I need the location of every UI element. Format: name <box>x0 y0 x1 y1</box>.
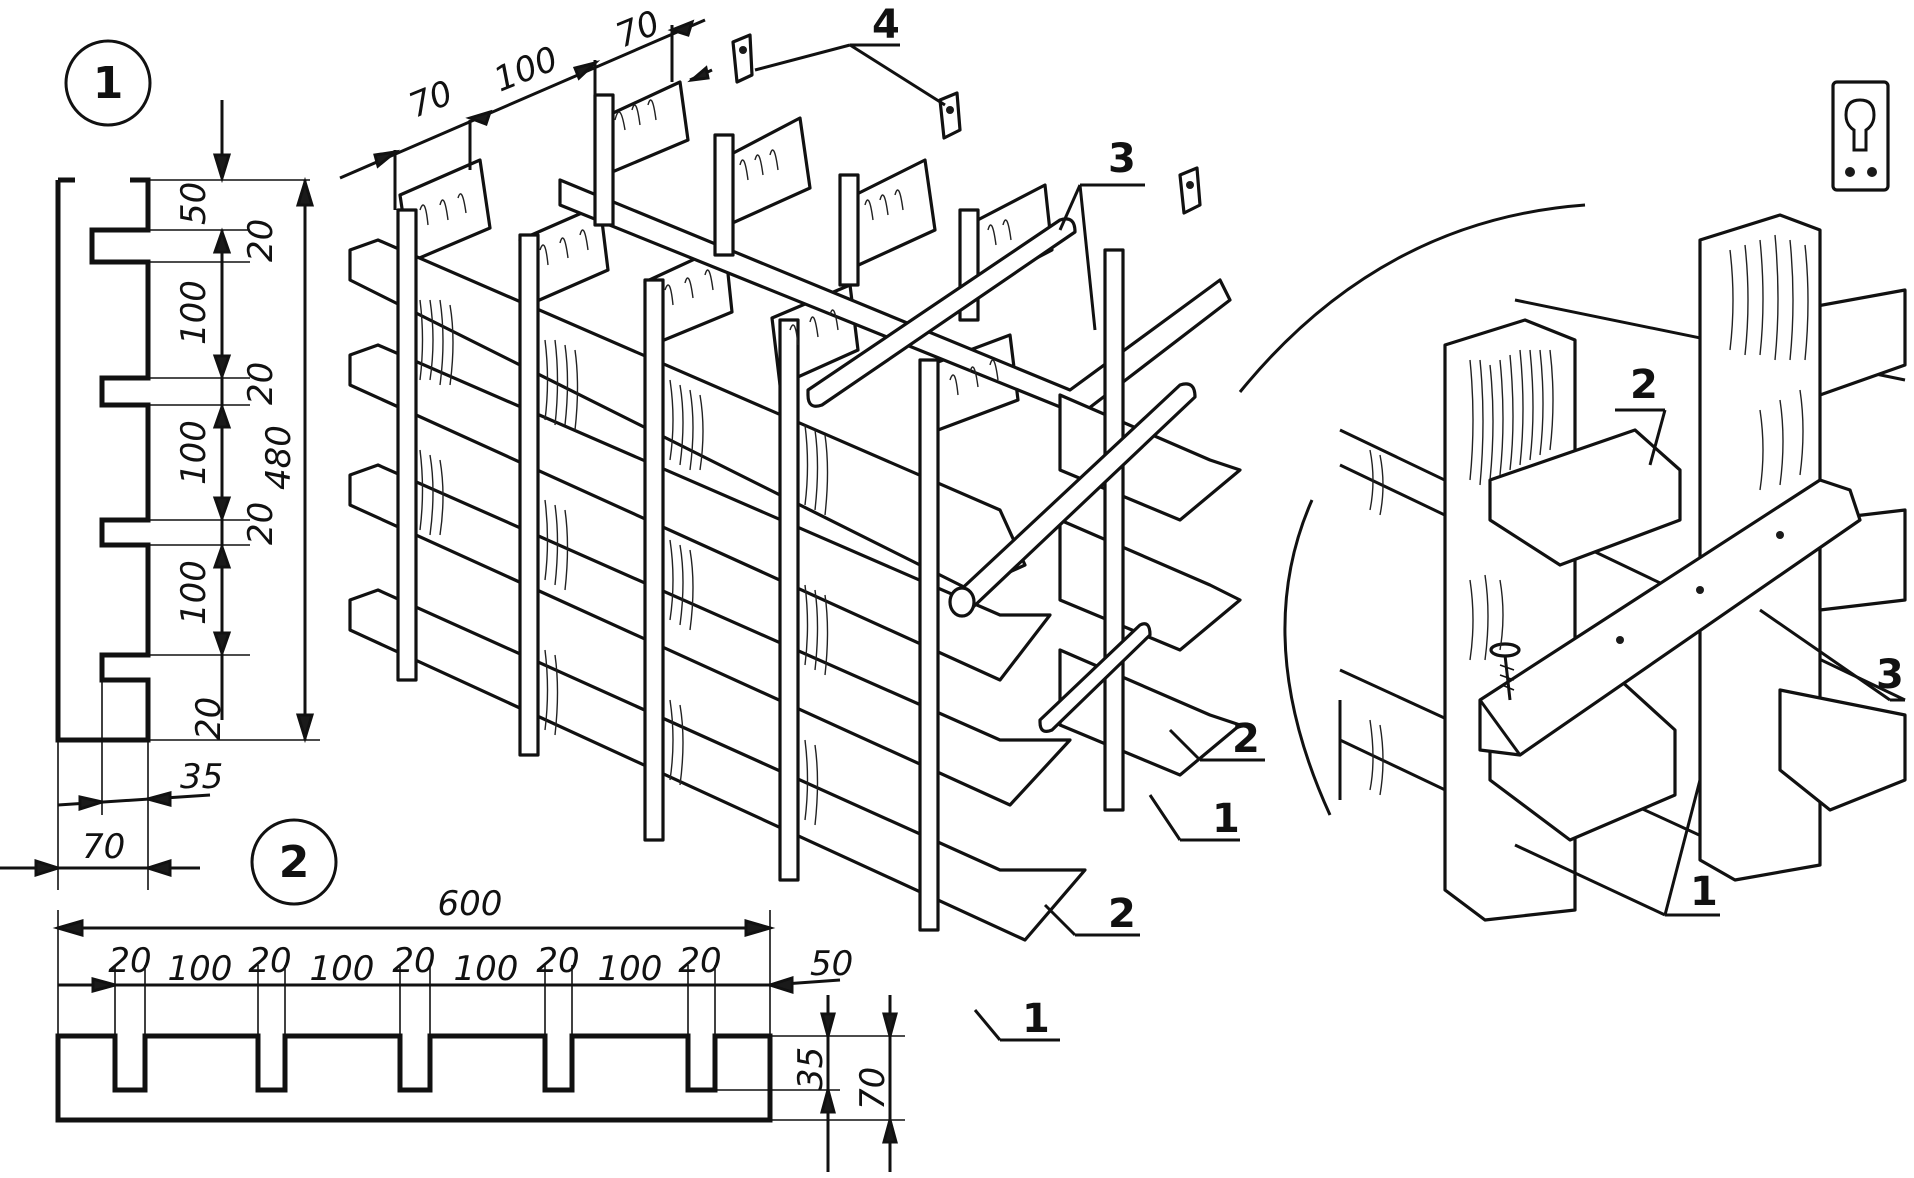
hanger-icon <box>938 91 962 140</box>
detail-callout-post: 1 <box>1690 869 1718 915</box>
dim-shelf-gap-2: 100 <box>310 949 375 989</box>
dim-shelf-slot-3: 20 <box>392 941 435 981</box>
dim-shelf-end-gap: 50 <box>810 944 853 984</box>
assembly-isometric-view: 70 100 70 4 3 2 1 2 1 <box>339 2 1265 1042</box>
dim-post-width: 70 <box>82 827 125 867</box>
dim-span-1: 100 <box>174 280 214 345</box>
figure-2-badge-circle <box>250 818 338 906</box>
detail-callout-rail: 3 <box>1876 652 1904 698</box>
dim-slot-depth: 35 <box>180 757 223 797</box>
vertical-posts <box>396 93 1125 932</box>
figure-1-badge-circle <box>64 39 152 127</box>
dim-span-3: 100 <box>174 560 214 625</box>
callout-shelf-a: 2 <box>1232 716 1260 762</box>
assembly-leaders <box>754 43 1265 1042</box>
figure-1-dimension-labels: 50 20 100 20 100 480 20 100 20 <box>174 182 299 740</box>
dim-slot-2: 20 <box>241 362 281 405</box>
detail-arc-top <box>1238 203 1586 393</box>
dim-shelf-gap-4: 100 <box>598 949 663 989</box>
shelf-outline <box>55 1033 773 1123</box>
detail-callout-shelf: 2 <box>1630 362 1658 408</box>
callout-post-b: 1 <box>1022 996 1050 1042</box>
figure-1-extension-lines <box>57 179 320 890</box>
dim-shelf-slot-depth: 35 <box>791 1047 831 1090</box>
screw-icon <box>1489 642 1521 701</box>
dim-post-spacing-c: 70 <box>610 3 665 56</box>
detail-arc-side <box>1283 499 1332 816</box>
round-rails <box>806 217 1197 733</box>
hanger-icon <box>731 33 754 84</box>
dim-span-2: 100 <box>174 420 214 485</box>
figure-2-extension-lines <box>57 910 905 1121</box>
figure-1-badge: 1 <box>93 58 124 109</box>
detail-zoom-view: 2 3 1 <box>1238 80 1907 922</box>
dim-post-spacing-b: 100 <box>488 39 563 100</box>
dim-post-spacing-a: 70 <box>403 73 458 126</box>
callout-rail: 3 <box>1108 136 1136 182</box>
dim-total-height: 480 <box>259 425 299 490</box>
callout-post-a: 1 <box>1212 796 1240 842</box>
wood-grain <box>419 99 1012 826</box>
dim-shelf-slot-5: 20 <box>678 941 721 981</box>
dim-shelf-slot-1: 20 <box>108 941 151 981</box>
dim-slot-1: 20 <box>241 219 281 262</box>
detail-rail-bar <box>1478 478 1862 757</box>
dim-shelf-gap-1: 100 <box>168 949 233 989</box>
figure-2-badge: 2 <box>279 837 310 888</box>
dim-slot-4: 20 <box>189 697 229 740</box>
hanger-icon <box>1178 166 1202 215</box>
post-outline <box>55 177 151 743</box>
dim-shelf-gap-3: 100 <box>454 949 519 989</box>
dim-shelf-slot-2: 20 <box>248 941 291 981</box>
callout-hanger: 4 <box>872 2 900 48</box>
figure-1-post-drawing: 1 <box>0 39 320 890</box>
figure-2-shelf-drawing: 2 <box>52 818 905 1172</box>
callout-shelf-b: 2 <box>1108 891 1136 937</box>
dim-total-length: 600 <box>438 884 503 924</box>
dim-shelf-height: 70 <box>853 1067 893 1110</box>
dim-shelf-slot-4: 20 <box>536 941 579 981</box>
dim-slot-3: 20 <box>241 502 281 545</box>
assembly-dimension-lines <box>339 18 713 210</box>
dim-top-gap: 50 <box>174 182 214 225</box>
figure-1-dimension-chain <box>212 100 315 744</box>
keyhole-plate-icon <box>1831 80 1890 192</box>
